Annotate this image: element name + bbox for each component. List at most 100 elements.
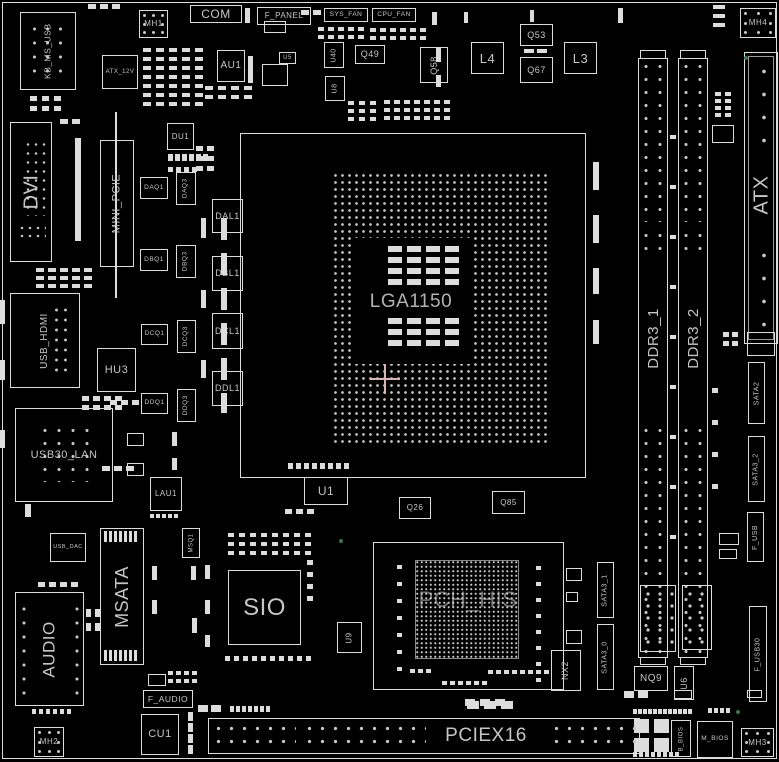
- pad-cluster-kb-usb-pad: [42, 96, 49, 101]
- pad-cluster-u8-a-pad: [348, 117, 354, 121]
- pad-row-pcie-right-pad: [467, 701, 479, 709]
- pad-cluster-above-sio-pad: [272, 542, 278, 546]
- pad-cluster-hu3-below-pad: [82, 405, 89, 410]
- pad-row-lan-upper-pad: [121, 400, 128, 405]
- pad-cluster-below-dvi-pad: [60, 268, 68, 272]
- pad-row-mbios-top-pad: [708, 708, 712, 713]
- mh2-mount-hole-label: MH2: [39, 737, 59, 746]
- cpu-fan-header: CPU_FAN: [372, 8, 416, 22]
- pad-cluster-above-sio-pad: [294, 533, 300, 537]
- lga-caps-top-pad: [407, 268, 421, 274]
- pad-row-below-sio-pad: [270, 656, 275, 661]
- lga-caps-top-pad: [445, 268, 459, 274]
- pad-row-bios-top-pad: [668, 709, 672, 714]
- pad-row-bios-top-pad: [673, 709, 677, 714]
- msata-pins-top-pad: [114, 531, 117, 542]
- mh3-mount-hole-dot: [745, 741, 748, 744]
- pad-cluster-u8-b-pad: [384, 116, 390, 120]
- pad-cluster-cpufan-pad: [410, 36, 416, 40]
- pad-cluster-u8-b-pad: [414, 100, 420, 104]
- pad-row-pch-s3-pad: [512, 670, 517, 674]
- cap-bank-vrm-pad: [143, 48, 151, 52]
- dal1-chip: DAL1: [212, 199, 243, 233]
- cap-bank-vrm-pad: [169, 75, 177, 79]
- audio-dots-right: [72, 602, 82, 698]
- pad-cluster-cpufan-pad: [400, 36, 406, 40]
- box-nx2-n3: [566, 630, 582, 644]
- pad-bars-topright-pad: [713, 5, 725, 9]
- mh4-mount-hole-dot: [744, 21, 747, 25]
- daq3-chip: DAQ3: [176, 172, 196, 205]
- msata-pins-bottom-pad: [114, 650, 117, 661]
- l4-inductor: L4: [471, 42, 504, 74]
- pad-row-lan-top-pad: [114, 466, 122, 471]
- pciex16-label: PCIEX16: [426, 720, 546, 751]
- pad-cluster-above-sio-pad: [283, 542, 289, 546]
- pad-cluster-u40-top-pad: [358, 35, 364, 39]
- msata-pins-top-pad: [134, 531, 137, 542]
- l4-inductor-label: L4: [479, 50, 496, 66]
- cpu-fan-header-label: CPU_FAN: [377, 10, 411, 18]
- mh1-mount-hole-dot: [161, 31, 164, 34]
- pad-cluster-atx-step-pad: [732, 341, 738, 346]
- pad-cluster-u8-b-pad: [394, 100, 400, 104]
- bios-cap-squares-pad: [634, 719, 649, 733]
- box-u6-top: [674, 690, 692, 699]
- via-green-2: [339, 539, 343, 543]
- pad-col-pch-left-pad: [397, 633, 402, 637]
- lga-caps-bottom-pad: [407, 318, 421, 324]
- pad-row-bios-top-pad: [683, 709, 687, 714]
- pad-row-pcie-left-b-pad: [242, 706, 246, 712]
- bar-msata-e1: [191, 566, 196, 580]
- pad-row-below-sio-pad: [261, 656, 266, 661]
- pad-cluster-faudio-pad: [184, 679, 189, 683]
- pad-row-pch-s1-pad: [410, 669, 415, 673]
- pad-col-pch-right-pad: [536, 614, 541, 618]
- pad-row-lan-upper-pad: [110, 400, 117, 405]
- bar-dq-col3: [201, 360, 206, 378]
- q53-chip-label: Q53: [527, 29, 546, 40]
- cap-bank-vrm-pad: [143, 75, 151, 79]
- f-usb-header: F_USB: [747, 512, 764, 562]
- pad-col-pch-right-pad: [536, 678, 541, 682]
- pad-cluster-au1-pad: [218, 86, 226, 90]
- pad-cluster-u8-b-pad: [444, 108, 450, 112]
- pad-row-bios-bottom-pad: [639, 752, 643, 757]
- pad-cluster-faudio-pad: [176, 679, 181, 683]
- sio-chip-label: SIO: [243, 593, 286, 621]
- lga-caps-top-pad: [426, 257, 440, 263]
- pad-row-mbios-top-pad: [720, 708, 724, 713]
- pad-cluster-atx-step-pad: [732, 332, 738, 337]
- box-nx2-n1: [566, 568, 582, 581]
- pad-row-pcie-right-pad: [501, 701, 513, 709]
- pad-cluster-u40-top-pad: [338, 27, 344, 31]
- pad-row-pch-s3-pad: [528, 670, 533, 674]
- msata-slot: MSATA: [100, 528, 144, 665]
- bar-top-f: [464, 12, 468, 23]
- pad-row-bios-top-pad: [648, 709, 652, 714]
- pad-row-pch-s3-pad: [488, 670, 493, 674]
- bar-socket-e1: [593, 162, 599, 190]
- pad-cluster-above-sio-pad: [272, 533, 278, 537]
- bar-sio-w3: [205, 635, 210, 647]
- bar-socket-e2: [593, 215, 599, 243]
- pad-row-du1-a-pad: [182, 154, 187, 161]
- pad-row-below-sio-pad: [297, 656, 302, 661]
- cap-bank-vrm-pad: [182, 57, 190, 61]
- via-green-3: [736, 710, 740, 714]
- bar-dq-col1: [201, 218, 206, 238]
- msata-pins-bottom-pad: [124, 650, 127, 661]
- f-audio-header-label: F_AUDIO: [147, 693, 189, 704]
- pad-row-lan-top-pad: [102, 466, 110, 471]
- bar-com-right: [245, 8, 250, 23]
- pch-outline: [373, 542, 564, 690]
- pad-row-pcie-left-b-pad: [260, 706, 264, 712]
- pad-col-pch-left-pad: [397, 599, 402, 603]
- bar-q58-b: [436, 75, 441, 87]
- lga-caps-top-pad: [445, 246, 459, 252]
- lga-caps-top-pad: [445, 279, 459, 285]
- pad-row-bios-top-pad: [658, 709, 662, 714]
- lga-caps-bottom-pad: [388, 318, 402, 324]
- pad-row-bios-bottom-pad: [651, 752, 655, 757]
- lga-caps-top-pad: [445, 257, 459, 263]
